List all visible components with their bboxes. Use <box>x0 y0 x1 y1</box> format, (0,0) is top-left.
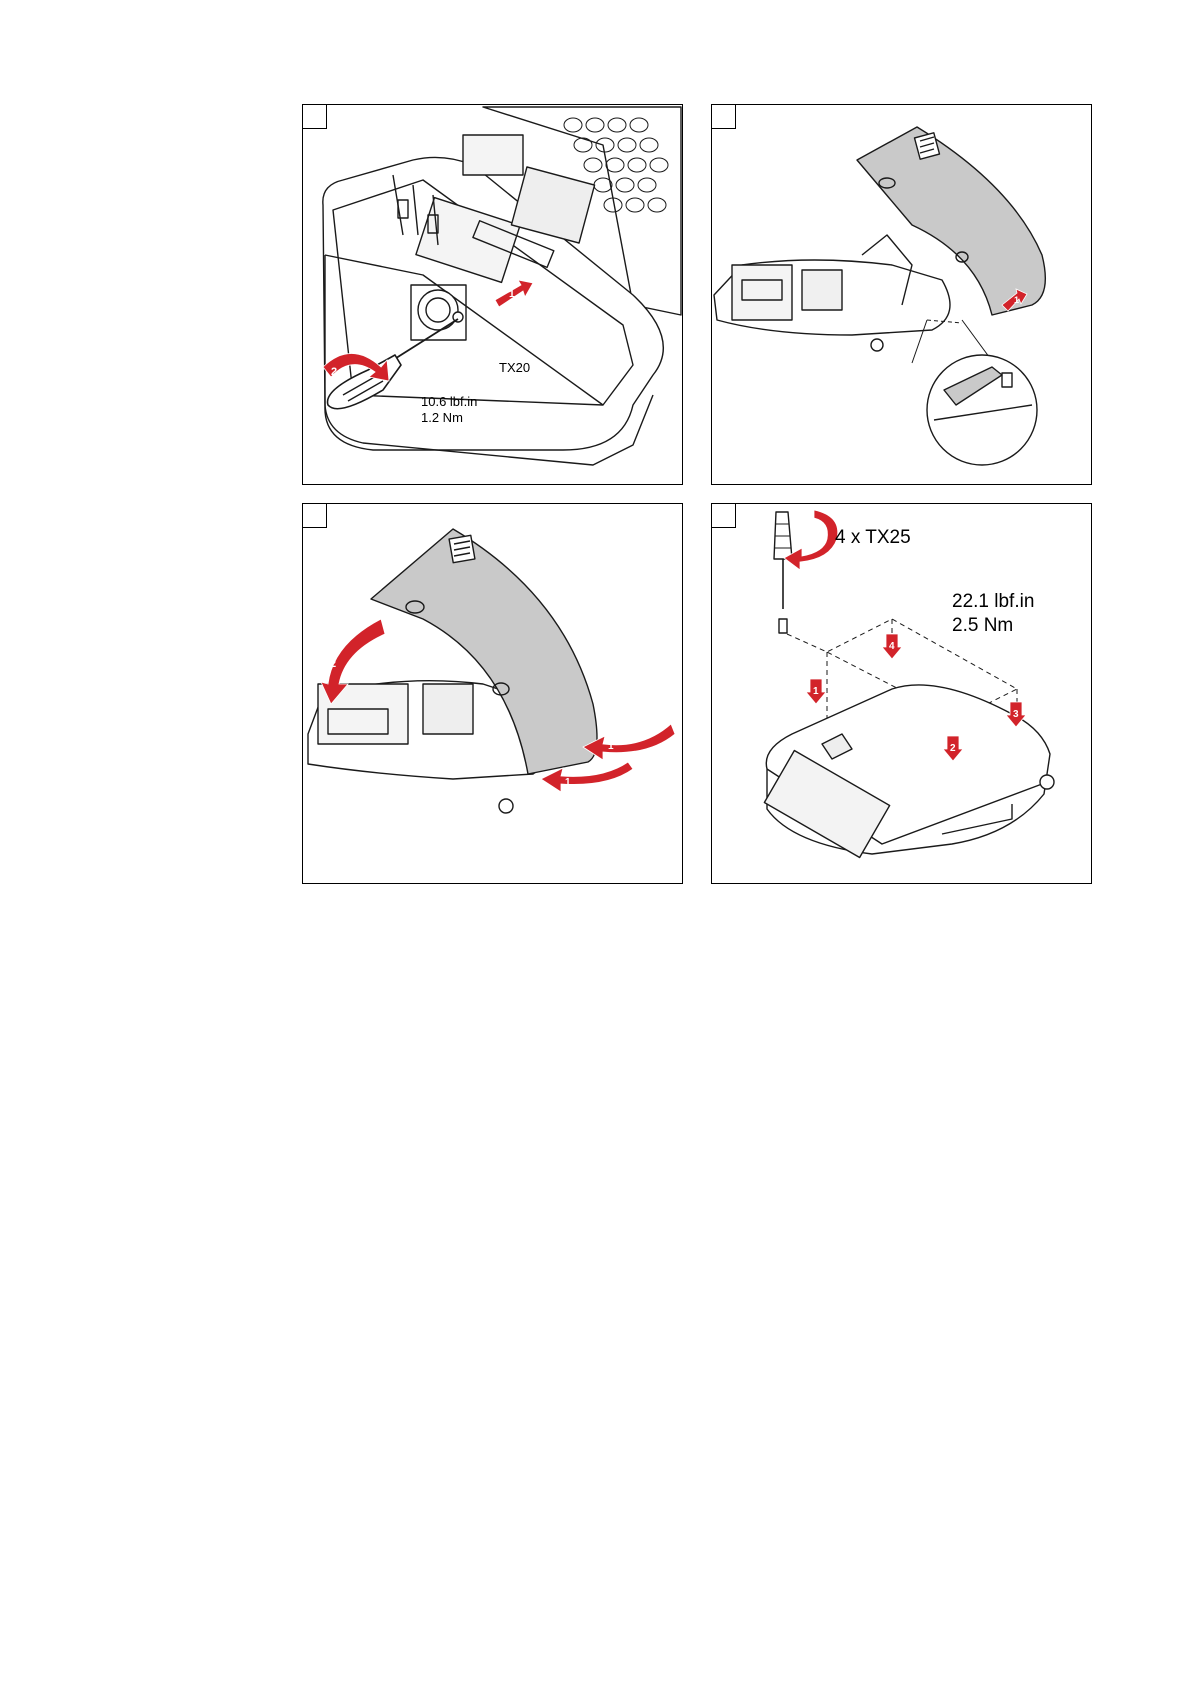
step-number-box <box>712 105 736 129</box>
arrow-number: 3 <box>1013 709 1019 720</box>
step-number-box <box>303 105 327 129</box>
arrow-number: 1 <box>1014 295 1019 305</box>
cover-fold-illustration: 2 1 1 <box>303 504 683 884</box>
cover-hook-illustration: 1 <box>712 105 1092 485</box>
tool-label: TX20 <box>499 360 530 375</box>
arrow-number: 2 <box>950 743 956 754</box>
illustration-panel-3: 2 1 1 <box>302 503 683 884</box>
arrow-number: 2 <box>330 658 336 670</box>
device-open-housing-illustration: 1 2 <box>303 105 683 485</box>
illustration-panel-1: 1 2 TX20 10.6 lbf.in 1.2 Nm <box>302 104 683 485</box>
arrow-number: 1 <box>813 686 819 697</box>
arrow-number: 4 <box>889 641 895 652</box>
cover-screw-order-illustration: 1 2 3 4 <box>712 504 1092 884</box>
arrow-number: 1 <box>608 741 614 752</box>
step-number-box <box>303 504 327 528</box>
step-number-box <box>712 504 736 528</box>
torque-imperial-label: 22.1 lbf.in <box>952 590 1034 613</box>
torque-imperial-label: 10.6 lbf.in <box>421 394 477 409</box>
arrow-number: 1 <box>509 289 515 300</box>
torque-metric-label: 2.5 Nm <box>952 614 1013 637</box>
curved-turn-arrow <box>784 510 838 570</box>
tool-label: 4 x TX25 <box>835 526 911 549</box>
torque-metric-label: 1.2 Nm <box>421 410 463 425</box>
illustration-panel-4: 1 2 3 4 4 x TX25 22.1 lbf.in 2.5 Nm <box>711 503 1092 884</box>
illustration-panel-2: 1 <box>711 104 1092 485</box>
arrow-number: 1 <box>565 777 571 788</box>
arrow-number: 2 <box>331 366 337 378</box>
